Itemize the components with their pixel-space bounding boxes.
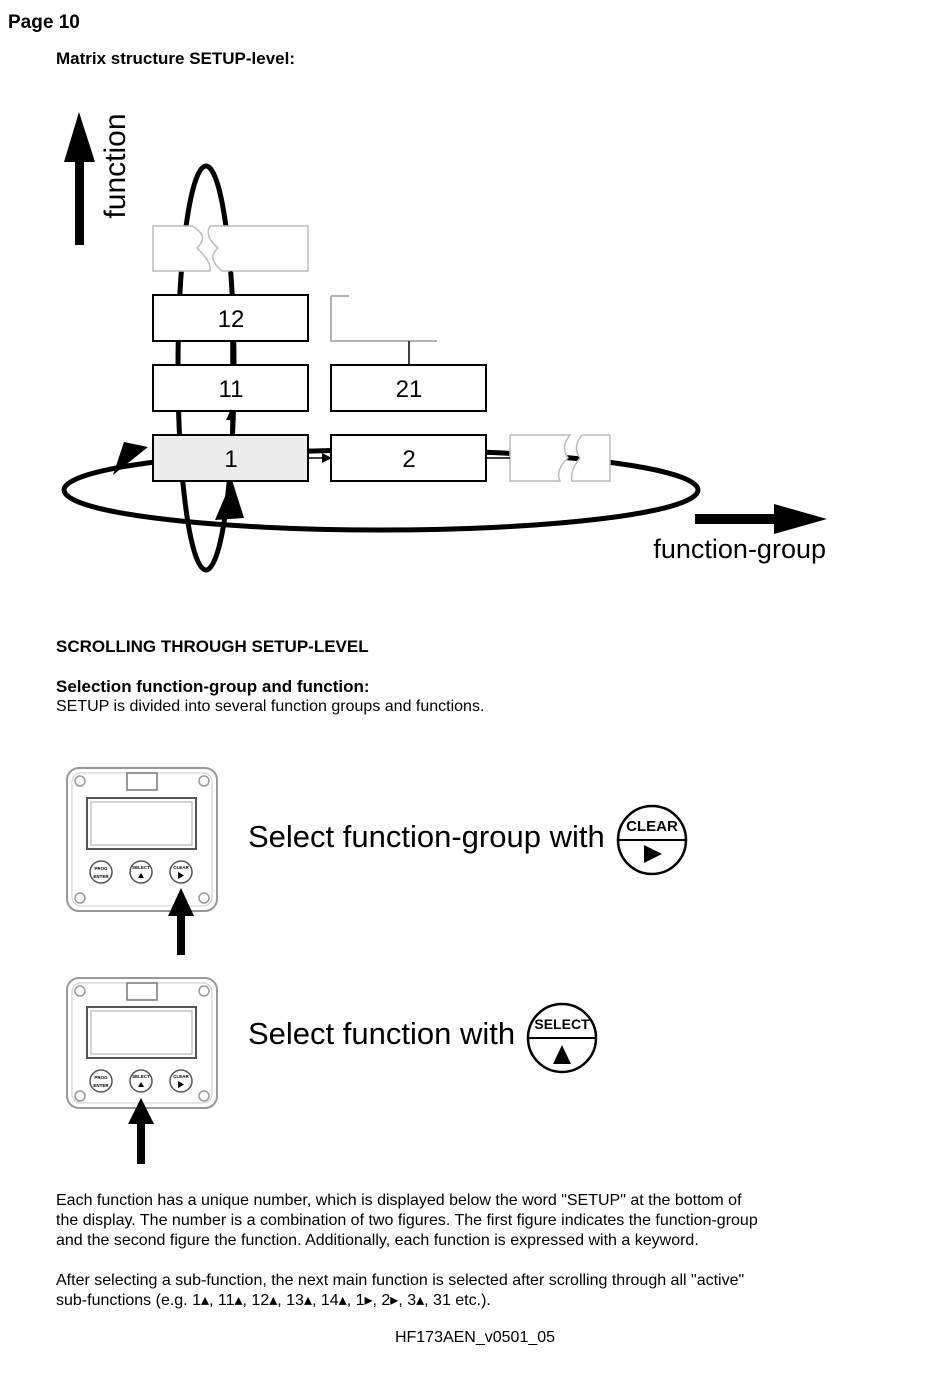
- document-code: HF173AEN_v0501_05: [394, 1329, 556, 1346]
- body-p2-line-1: After selecting a sub-function, the next…: [56, 1272, 745, 1289]
- box-1-label: 1: [224, 446, 237, 473]
- body-paragraph-2: After selecting a sub-function, the next…: [56, 1271, 916, 1311]
- box-21-label: 21: [396, 376, 423, 403]
- pointer-arrow-select: [137, 1120, 145, 1164]
- svg-text:SELECT: SELECT: [132, 865, 150, 870]
- svg-text:CLEAR: CLEAR: [173, 1074, 189, 1079]
- body-paragraph-1: Each function has a unique number, which…: [56, 1191, 916, 1251]
- select-key-icon: SELECT: [526, 1002, 598, 1074]
- pointer-arrow-clear: [177, 912, 185, 955]
- group-axis-arrowhead: [774, 504, 827, 534]
- function-axis-shaft: [75, 150, 84, 245]
- box-11: [152, 364, 309, 412]
- broken-box-21-top: [330, 296, 437, 342]
- svg-text:CLEAR: CLEAR: [173, 865, 189, 870]
- broken-box-top-right: [207, 225, 309, 272]
- function-axis-arrowhead: [64, 112, 95, 162]
- body-p1-line-2: the display. The number is a combination…: [56, 1212, 758, 1229]
- svg-text:SELECT: SELECT: [132, 1074, 150, 1079]
- section-subheading: Selection function-group and function:: [56, 677, 370, 696]
- svg-text:PROG: PROG: [94, 1075, 108, 1080]
- device-illustration-select: PROG ENTER SELECT CLEAR: [66, 977, 218, 1164]
- matrix-diagram: 12 11 1 21 2 function function-group: [61, 112, 827, 573]
- section-heading: SCROLLING THROUGH SETUP-LEVEL: [56, 637, 369, 656]
- matrix-title: Matrix structure SETUP-level:: [56, 49, 296, 68]
- body-p1-line-3: and the second figure the function. Addi…: [56, 1232, 699, 1249]
- broken-box-top-left: [152, 225, 211, 272]
- body-p1-line-1: Each function has a unique number, which…: [56, 1192, 742, 1209]
- broken-box-right-left: [509, 434, 572, 482]
- section-intro: SETUP is divided into several function g…: [56, 698, 485, 715]
- body-p2-line-2: sub-functions (e.g. 1▴, 11▴, 12▴, 13▴, 1…: [56, 1292, 491, 1309]
- svg-text:CLEAR: CLEAR: [626, 818, 678, 835]
- instruction-group: Select function-group with: [248, 819, 605, 854]
- box-2-label: 2: [402, 446, 415, 473]
- clear-key-icon: CLEAR: [616, 804, 688, 876]
- page-number: Page 10: [8, 12, 80, 33]
- box-12-label: 12: [218, 306, 245, 333]
- box-21: [330, 364, 487, 412]
- function-axis-label: function: [99, 113, 132, 218]
- box-11-label: 11: [219, 376, 244, 403]
- svg-text:PROG: PROG: [94, 866, 108, 871]
- svg-text:ENTER: ENTER: [93, 874, 109, 879]
- device-illustration-clear: PROG ENTER SELECT CLEAR: [66, 767, 218, 955]
- svg-text:ENTER: ENTER: [93, 1083, 109, 1088]
- box-12: [152, 294, 309, 342]
- function-group-axis-label: function-group: [653, 534, 826, 564]
- broken-box-right-right: [570, 434, 611, 482]
- instruction-function: Select function with: [248, 1016, 516, 1051]
- group-axis-shaft: [695, 514, 780, 524]
- box-2: [330, 434, 487, 482]
- svg-text:SELECT: SELECT: [534, 1016, 590, 1032]
